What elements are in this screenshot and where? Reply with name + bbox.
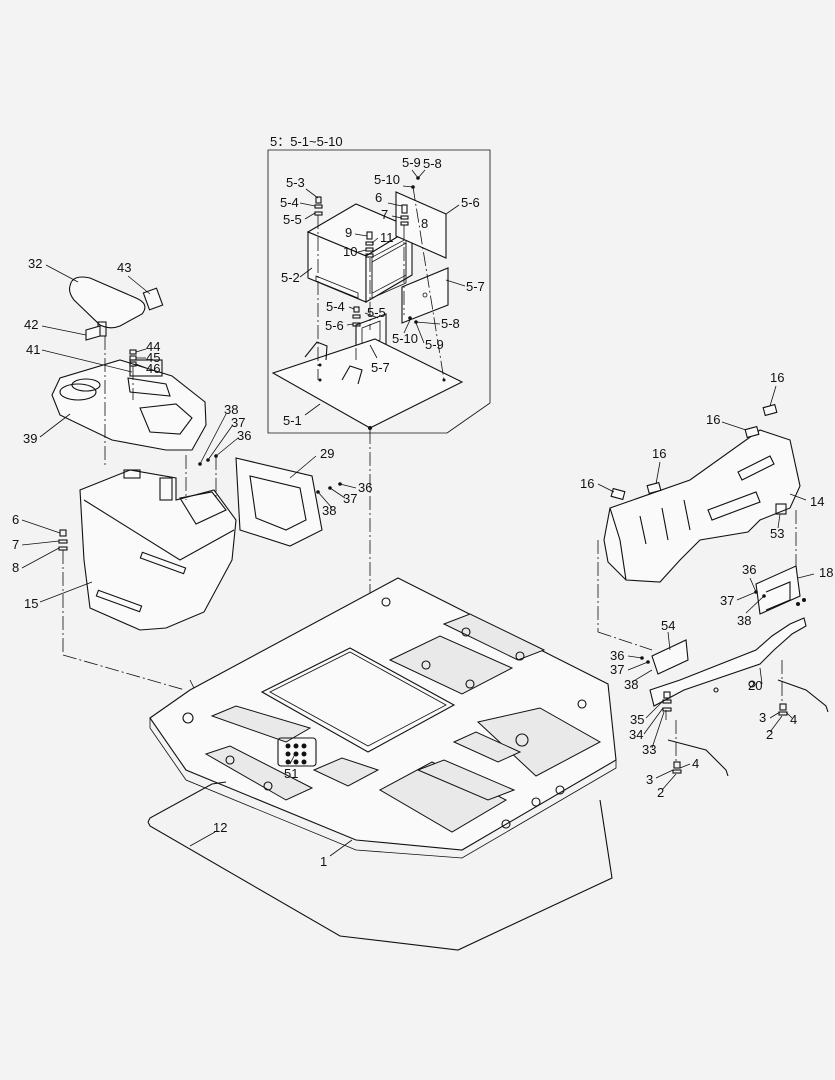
callout-38: 38 bbox=[224, 402, 238, 417]
callout-5-3: 5-3 bbox=[286, 175, 305, 190]
callout-2: 2 bbox=[766, 727, 773, 742]
part-29-side-plate bbox=[235, 457, 323, 547]
callout-36: 36 bbox=[742, 562, 756, 577]
callout-18: 18 bbox=[819, 565, 833, 580]
callout-15: 15 bbox=[24, 596, 38, 611]
callout-5-9: 5-9 bbox=[402, 155, 421, 170]
console-leaders bbox=[21, 264, 357, 603]
callout-38: 38 bbox=[737, 613, 751, 628]
part-42-bracket bbox=[85, 325, 101, 341]
callout-29: 29 bbox=[320, 446, 334, 461]
callout-5-4: 5-4 bbox=[326, 299, 345, 314]
callout-53: 53 bbox=[770, 526, 784, 541]
callout-37: 37 bbox=[231, 415, 245, 430]
callout-38: 38 bbox=[624, 677, 638, 692]
callout-16: 16 bbox=[770, 370, 784, 385]
callout-39: 39 bbox=[23, 431, 37, 446]
part-18-bracket bbox=[755, 565, 806, 615]
part-20-frame bbox=[649, 617, 807, 707]
callout-5-1: 5-1 bbox=[283, 413, 302, 428]
callout-3: 3 bbox=[646, 772, 653, 787]
callout-32: 32 bbox=[28, 256, 42, 271]
callout-labels: 5-9 5-8 5-3 5-10 6 5-6 5-4 7 5-5 8 9 11 … bbox=[12, 155, 833, 869]
callout-2: 2 bbox=[657, 785, 664, 800]
part-14-side-cover bbox=[603, 429, 801, 583]
callout-14: 14 bbox=[810, 494, 824, 509]
callout-9: 9 bbox=[345, 225, 352, 240]
callout-12: 12 bbox=[213, 820, 227, 835]
part-15-console-body bbox=[79, 469, 237, 631]
callout-5-4: 5-4 bbox=[280, 195, 299, 210]
callout-16: 16 bbox=[706, 412, 720, 427]
part-16-clips bbox=[610, 403, 778, 501]
part-12-wire-loop bbox=[147, 781, 613, 951]
callout-5-8: 5-8 bbox=[441, 316, 460, 331]
callout-44: 44 bbox=[146, 339, 160, 354]
callout-42: 42 bbox=[24, 317, 38, 332]
callout-33: 33 bbox=[642, 742, 656, 757]
callout-36: 36 bbox=[358, 480, 372, 495]
part-5-7-cover-plate bbox=[401, 267, 449, 324]
callout-35: 35 bbox=[630, 712, 644, 727]
part-32-armrest bbox=[68, 276, 146, 337]
callout-5-10: 5-10 bbox=[374, 172, 400, 187]
callout-7: 7 bbox=[12, 537, 19, 552]
callout-41: 41 bbox=[26, 342, 40, 357]
callout-20: 20 bbox=[748, 678, 762, 693]
callout-54: 54 bbox=[661, 618, 675, 633]
callout-5-7: 5-7 bbox=[371, 360, 390, 375]
part-39-console-top bbox=[51, 359, 207, 451]
callout-5-9: 5-9 bbox=[425, 337, 444, 352]
callout-8: 8 bbox=[421, 216, 428, 231]
inset-frame-item-5: 5：5-1~5-10 bbox=[267, 134, 491, 434]
callout-6: 6 bbox=[375, 190, 382, 205]
part-1-floor-plate bbox=[149, 577, 617, 859]
callout-34: 34 bbox=[629, 727, 643, 742]
inset-leaders bbox=[299, 169, 466, 416]
callout-16: 16 bbox=[580, 476, 594, 491]
floor-leaders bbox=[189, 751, 353, 857]
callout-5-5: 5-5 bbox=[367, 305, 386, 320]
callout-16: 16 bbox=[652, 446, 666, 461]
callout-37: 37 bbox=[720, 593, 734, 608]
callout-51: 51 bbox=[284, 766, 298, 781]
part-43-switch bbox=[142, 287, 164, 311]
inset-dash-lines bbox=[317, 186, 445, 381]
callout-38: 38 bbox=[322, 503, 336, 518]
callout-43: 43 bbox=[117, 260, 131, 275]
inset-title: 5：5-1~5-10 bbox=[270, 134, 343, 149]
callout-11: 11 bbox=[380, 230, 394, 245]
right-leaders bbox=[597, 385, 815, 791]
callout-5-10: 5-10 bbox=[392, 331, 418, 346]
part-5-1-base-plate bbox=[271, 338, 464, 430]
callout-8: 8 bbox=[12, 560, 19, 575]
callout-36: 36 bbox=[610, 648, 624, 663]
callout-46: 46 bbox=[146, 361, 160, 376]
callout-5-5: 5-5 bbox=[283, 212, 302, 227]
callout-5-6: 5-6 bbox=[325, 318, 344, 333]
callout-1: 1 bbox=[320, 854, 327, 869]
callout-5-6: 5-6 bbox=[461, 195, 480, 210]
callout-3: 3 bbox=[759, 710, 766, 725]
callout-36: 36 bbox=[237, 428, 251, 443]
part-54-bracket bbox=[651, 639, 689, 675]
callout-6: 6 bbox=[12, 512, 19, 527]
part-4-brackets bbox=[667, 679, 829, 777]
callout-7: 7 bbox=[381, 207, 388, 222]
callout-37: 37 bbox=[343, 491, 357, 506]
callout-10: 10 bbox=[343, 244, 357, 259]
callout-5-8: 5-8 bbox=[423, 156, 442, 171]
part-5-6-cover-plate bbox=[395, 191, 447, 259]
callout-45: 45 bbox=[146, 350, 160, 365]
callout-5-7: 5-7 bbox=[466, 279, 485, 294]
callout-4: 4 bbox=[692, 756, 699, 771]
callout-5-2: 5-2 bbox=[281, 270, 300, 285]
right-dash-lines bbox=[597, 510, 797, 762]
callout-37: 37 bbox=[610, 662, 624, 677]
callout-4: 4 bbox=[790, 712, 797, 727]
